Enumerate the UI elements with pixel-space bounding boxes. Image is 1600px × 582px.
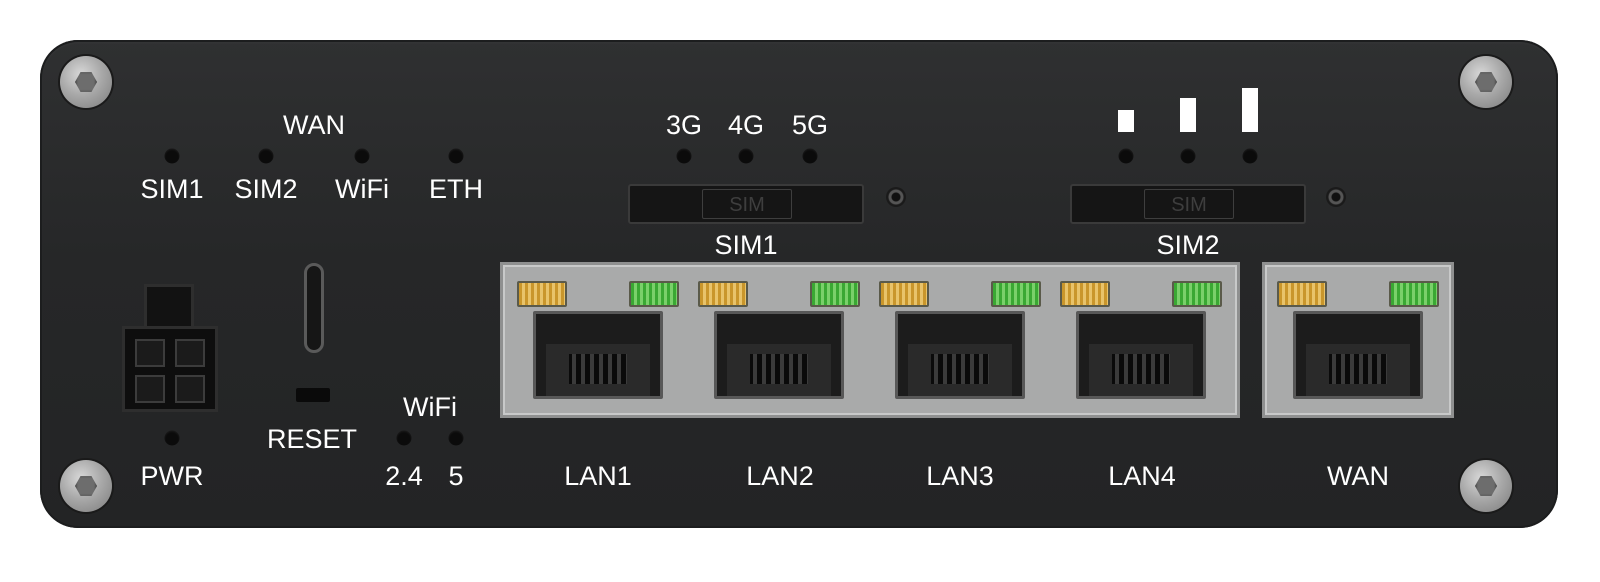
led-4g [738, 148, 754, 164]
reset-label: RESET [266, 424, 358, 454]
led-wifi-5 [448, 430, 464, 446]
led-wifi [354, 148, 370, 164]
signal-bar-3-icon [1242, 88, 1258, 132]
screw-icon [60, 460, 112, 512]
lan1-amber-led [517, 281, 567, 307]
sim2-tray-text: SIM [1143, 189, 1235, 219]
screw-icon [1460, 460, 1512, 512]
led-label-eth: ETH [429, 174, 483, 204]
sim2-eject-hole-icon[interactable] [1326, 187, 1346, 207]
led-5g [802, 148, 818, 164]
sim1-eject-hole-icon[interactable] [886, 187, 906, 207]
power-connector[interactable] [122, 326, 218, 412]
wifi-heading: WiFi [403, 392, 457, 422]
wifi-band-label-24: 2.4 [385, 461, 423, 491]
led-signal-1 [1118, 148, 1134, 164]
reset-button[interactable] [296, 388, 330, 402]
led-signal-3 [1242, 148, 1258, 164]
lan1-green-led [629, 281, 679, 307]
wan-heading: WAN [283, 110, 345, 140]
sim1-label: SIM1 [714, 230, 778, 260]
led-sim1 [164, 148, 180, 164]
wifi-band-label-5: 5 [448, 461, 464, 491]
power-pin [175, 339, 205, 367]
led-label-wifi: WiFi [335, 174, 389, 204]
screw-icon [1460, 56, 1512, 108]
led-eth [448, 148, 464, 164]
lan3-amber-led [879, 281, 929, 307]
led-sim2 [258, 148, 274, 164]
led-label-sim1: SIM1 [140, 174, 204, 204]
lan2-amber-led [698, 281, 748, 307]
led-power [164, 430, 180, 446]
power-pin [175, 375, 205, 403]
network-label-5g: 5G [791, 110, 829, 140]
sim2-slot[interactable]: SIM [1070, 184, 1306, 224]
wan-port-label: WAN [1327, 461, 1389, 491]
lan2-port[interactable] [690, 275, 868, 403]
signal-bar-2-icon [1180, 98, 1196, 132]
signal-bar-1-icon [1118, 110, 1134, 132]
led-3g [676, 148, 692, 164]
network-label-4g: 4G [727, 110, 765, 140]
wan-port-block [1262, 262, 1454, 418]
network-label-3g: 3G [665, 110, 703, 140]
lan4-label: LAN4 [1108, 461, 1176, 491]
lan3-label: LAN3 [926, 461, 994, 491]
wan-amber-led [1277, 281, 1327, 307]
lan-port-block [500, 262, 1240, 418]
lan3-port[interactable] [871, 275, 1049, 403]
wan-port[interactable] [1269, 275, 1447, 403]
lan1-port[interactable] [509, 275, 687, 403]
power-pin [135, 375, 165, 403]
lan2-green-led [810, 281, 860, 307]
led-wifi-24 [396, 430, 412, 446]
wan-green-led [1389, 281, 1439, 307]
power-connector-latch [144, 284, 194, 328]
sim2-label: SIM2 [1156, 230, 1220, 260]
led-signal-2 [1180, 148, 1196, 164]
lan3-green-led [991, 281, 1041, 307]
reset-slot [304, 263, 324, 353]
lan2-label: LAN2 [746, 461, 814, 491]
sim1-tray-text: SIM [701, 189, 793, 219]
lan1-label: LAN1 [564, 461, 632, 491]
led-label-sim2: SIM2 [234, 174, 298, 204]
lan4-green-led [1172, 281, 1222, 307]
lan4-port[interactable] [1052, 275, 1230, 403]
lan4-amber-led [1060, 281, 1110, 307]
screw-icon [60, 56, 112, 108]
power-pin [135, 339, 165, 367]
sim1-slot[interactable]: SIM [628, 184, 864, 224]
power-label: PWR [140, 461, 204, 491]
